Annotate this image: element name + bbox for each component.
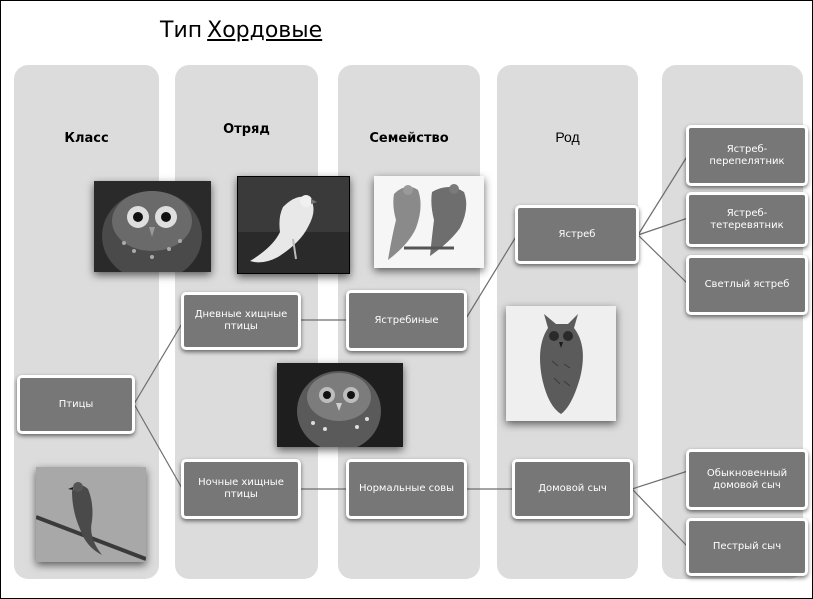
header-genus: Род [555,129,580,145]
hawk-drawing-photo [374,176,484,268]
node-hawk-genus: Ястреб [515,205,639,264]
hawk-on-branch-photo [36,467,146,562]
title-main: Хордовые [207,18,323,43]
node-sparrowhawk: Ястреб-перепелятник [686,125,808,186]
node-spotted-owlet: Пестрый сыч [686,518,808,576]
node-pale-hawk: Светлый ястреб [686,255,808,315]
node-birds: Птицы [17,375,135,434]
node-goshawk: Ястреб-тетеревятник [686,192,808,247]
node-night-raptors: Ночные хищные птицы [181,459,301,519]
header-class: Класс [64,131,109,146]
eagle-owl-photo [506,306,616,421]
burrowing-owl-photo [94,181,211,272]
owl-photo [277,363,403,447]
node-little-owl: Обыкновенный домовой сыч [686,449,808,510]
node-owl-genus: Домовой сыч [512,459,633,519]
header-family: Семейство [369,131,449,146]
node-day-raptors: Дневные хищные птицы [181,292,301,350]
node-owl-family: Нормальные совы [346,459,467,519]
title-prefix: Тип [160,18,203,43]
header-order: Отряд [223,122,270,137]
node-hawk-family: Ястребиные [346,290,467,351]
white-hawk-photo [237,176,350,274]
